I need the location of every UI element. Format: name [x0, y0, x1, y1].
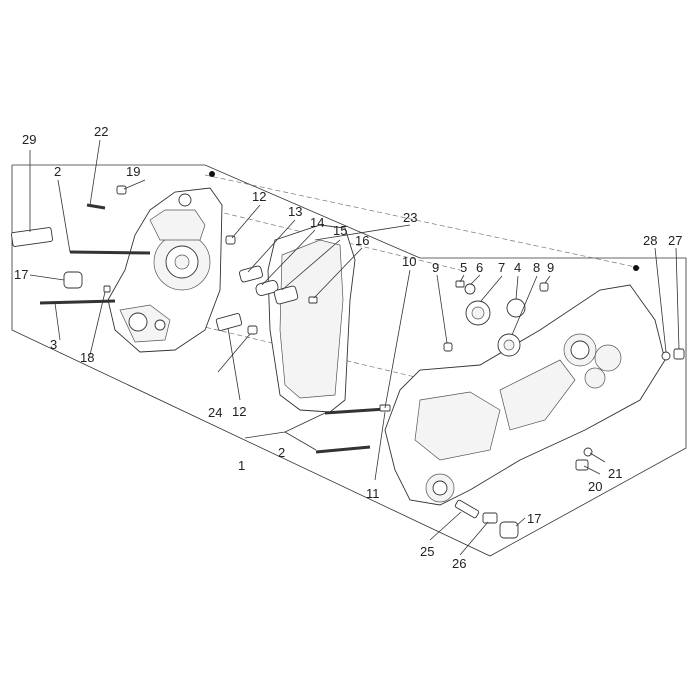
callout-26: 26: [452, 556, 466, 571]
washer-28: [661, 351, 671, 361]
alignment-line: [204, 174, 641, 269]
callout-9: 9: [432, 260, 439, 275]
callout-18: 18: [80, 350, 94, 365]
callout-3: 3: [50, 337, 57, 352]
callout-1: 1: [238, 458, 245, 473]
stud-3-left: [39, 299, 116, 305]
callout-9-right: 9: [547, 260, 554, 275]
callout-16: 16: [355, 233, 369, 248]
callout-21: 21: [608, 466, 622, 481]
spring-25: [454, 499, 480, 519]
callout-13: 13: [288, 204, 302, 219]
callout-11: 11: [366, 486, 380, 501]
washer-21: [583, 447, 593, 457]
pin-9-right: [539, 282, 549, 292]
stud-2-right-b: [315, 445, 371, 454]
callout-29: 29: [22, 132, 36, 147]
filter-24: [215, 313, 243, 331]
callout-7: 7: [498, 260, 505, 275]
callout-25: 25: [420, 544, 434, 559]
plug-20: [575, 459, 589, 471]
callout-17: 17: [14, 267, 28, 282]
washer-6: [464, 283, 476, 295]
callout-20: 20: [588, 479, 602, 494]
callout-23: 23: [403, 210, 417, 225]
stud-2-left: [69, 250, 151, 255]
bushing-17-left: [63, 271, 83, 289]
bolt-22: [86, 203, 106, 210]
callout-8: 8: [533, 260, 540, 275]
seal-13: [239, 265, 263, 283]
callout-15: 15: [333, 223, 347, 238]
callout-19: 19: [126, 164, 140, 179]
assembly-frame: [11, 164, 687, 557]
sleeve-26: [482, 512, 498, 524]
bearing-4: [506, 298, 526, 318]
screw-5: [455, 280, 465, 288]
cap-27: [673, 348, 685, 360]
callout-14: 14: [310, 215, 324, 230]
cover-29: [11, 227, 53, 247]
screw-16: [308, 296, 318, 304]
left-crankcase-half: [107, 171, 223, 353]
callout-6: 6: [476, 260, 483, 275]
callout-12: 12: [252, 189, 266, 204]
callout-5: 5: [460, 260, 467, 275]
callout-2: 2: [54, 164, 61, 179]
callout-labels: 29 22 2 19 17 3 18 12 13 14 15 16 23 24 …: [14, 124, 682, 571]
callout-2-lower: 2: [278, 445, 285, 460]
callout-4: 4: [514, 260, 521, 275]
leader-lines: [29, 139, 680, 556]
callout-17-right: 17: [527, 511, 541, 526]
callout-12-lower: 12: [232, 404, 246, 419]
pin-19: [116, 185, 127, 195]
pin-18: [103, 285, 111, 293]
callout-27: 27: [668, 233, 682, 248]
bushing-17-right: [499, 521, 519, 539]
oring-14: [255, 280, 279, 296]
callout-24: 24: [208, 405, 222, 420]
pin-9-left: [443, 342, 453, 352]
right-crankcase-half: [384, 265, 666, 506]
callout-10: 10: [402, 254, 416, 269]
dowel-12-top: [225, 235, 236, 245]
callout-28: 28: [643, 233, 657, 248]
dowel-12-bottom: [247, 325, 258, 335]
callout-22: 22: [94, 124, 108, 139]
stud-2-right-a: [324, 407, 386, 415]
